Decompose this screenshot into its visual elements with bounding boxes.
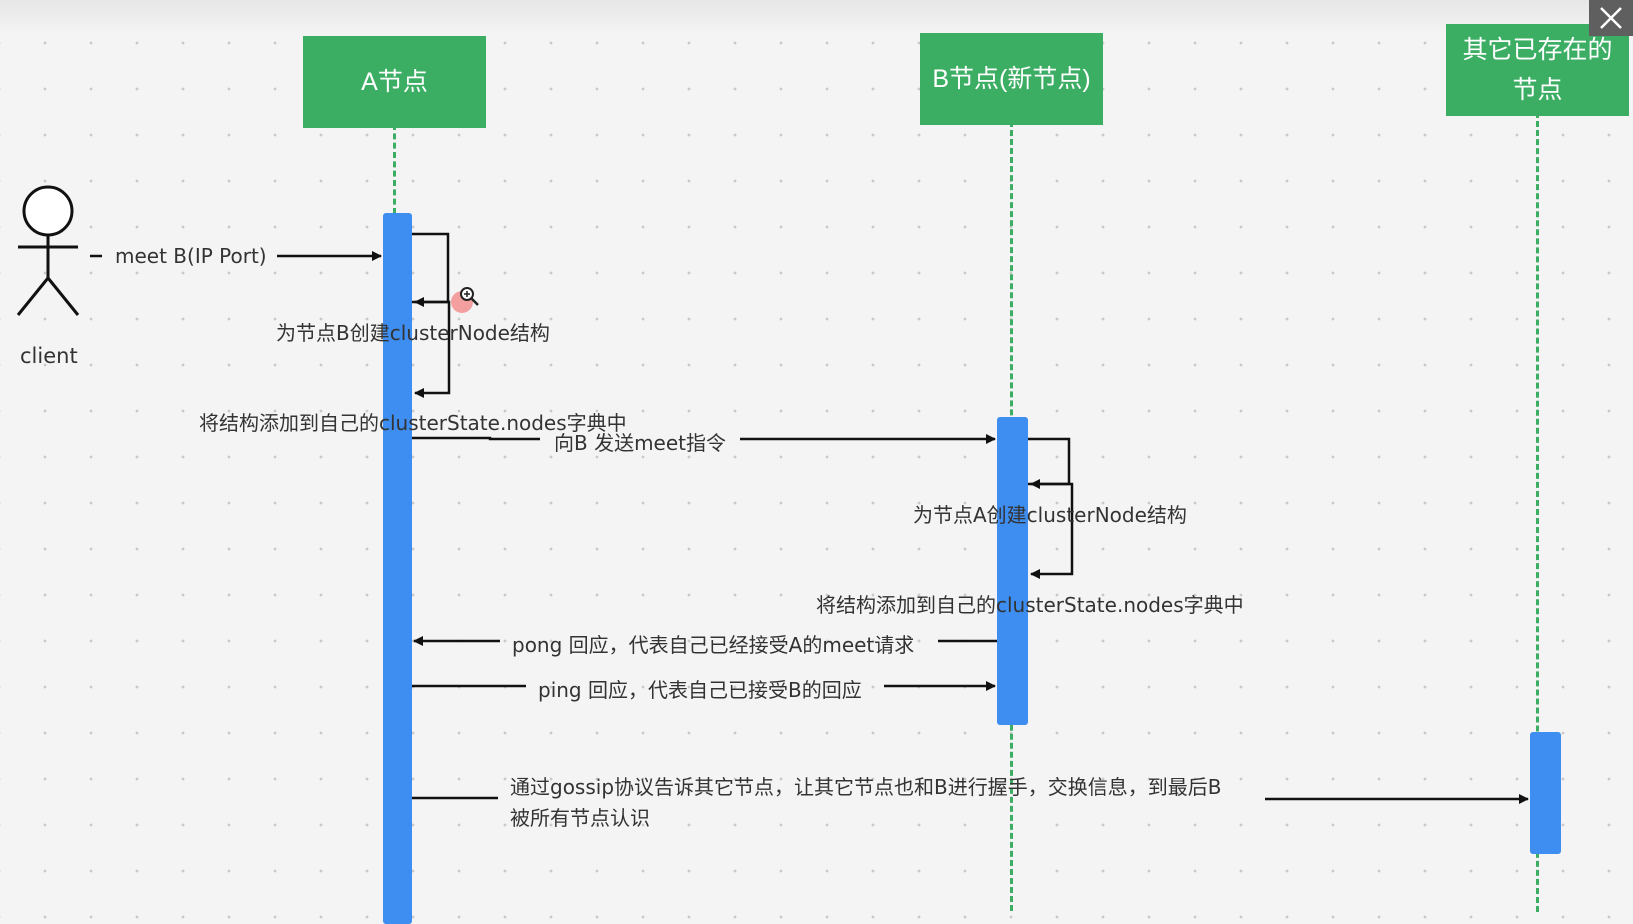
zoom-cursor-icon [451, 287, 479, 313]
node-others-label-line1: 其它已存在的 [1462, 36, 1613, 64]
node-b-label: B节点(新节点) [932, 65, 1091, 93]
client-actor-icon [16, 185, 80, 316]
msg-send-meet: 向B 发送meet指令 [554, 431, 727, 455]
activation-a [383, 213, 412, 924]
node-b-box: B节点(新节点) [920, 33, 1103, 125]
msg-pong: pong 回应，代表自己已经接受A的meet请求 [512, 633, 915, 657]
activation-b [997, 417, 1028, 725]
close-icon [1600, 7, 1622, 29]
lifeline-a [393, 124, 396, 214]
msg-ping: ping 回应，代表自己已接受B的回应 [538, 678, 862, 702]
close-button[interactable] [1589, 0, 1633, 36]
msg-a-create-node: 为节点B创建clusterNode结构 [276, 321, 550, 345]
msg-a-add-dict: 将结构添加到自己的clusterState.nodes字典中 [199, 411, 627, 435]
msg-meet-b: meet B(IP Port) [115, 244, 267, 268]
activation-others [1530, 732, 1561, 854]
msg-gossip-line2: 被所有节点认识 [510, 806, 650, 830]
msg-gossip-line1: 通过gossip协议告诉其它节点，让其它节点也和B进行握手，交换信息，到最后B [510, 775, 1222, 799]
node-others-label-line2: 节点 [1512, 76, 1563, 104]
top-fade [0, 0, 1633, 34]
node-a-label: A节点 [361, 68, 428, 96]
node-others-box: 其它已存在的 节点 [1446, 24, 1629, 116]
msg-b-add-dict: 将结构添加到自己的clusterState.nodes字典中 [816, 593, 1244, 617]
lifeline-others [1536, 112, 1539, 912]
client-label: client [20, 344, 78, 368]
msg-b-create-node: 为节点A创建clusterNode结构 [913, 503, 1187, 527]
node-a-box: A节点 [303, 36, 486, 128]
